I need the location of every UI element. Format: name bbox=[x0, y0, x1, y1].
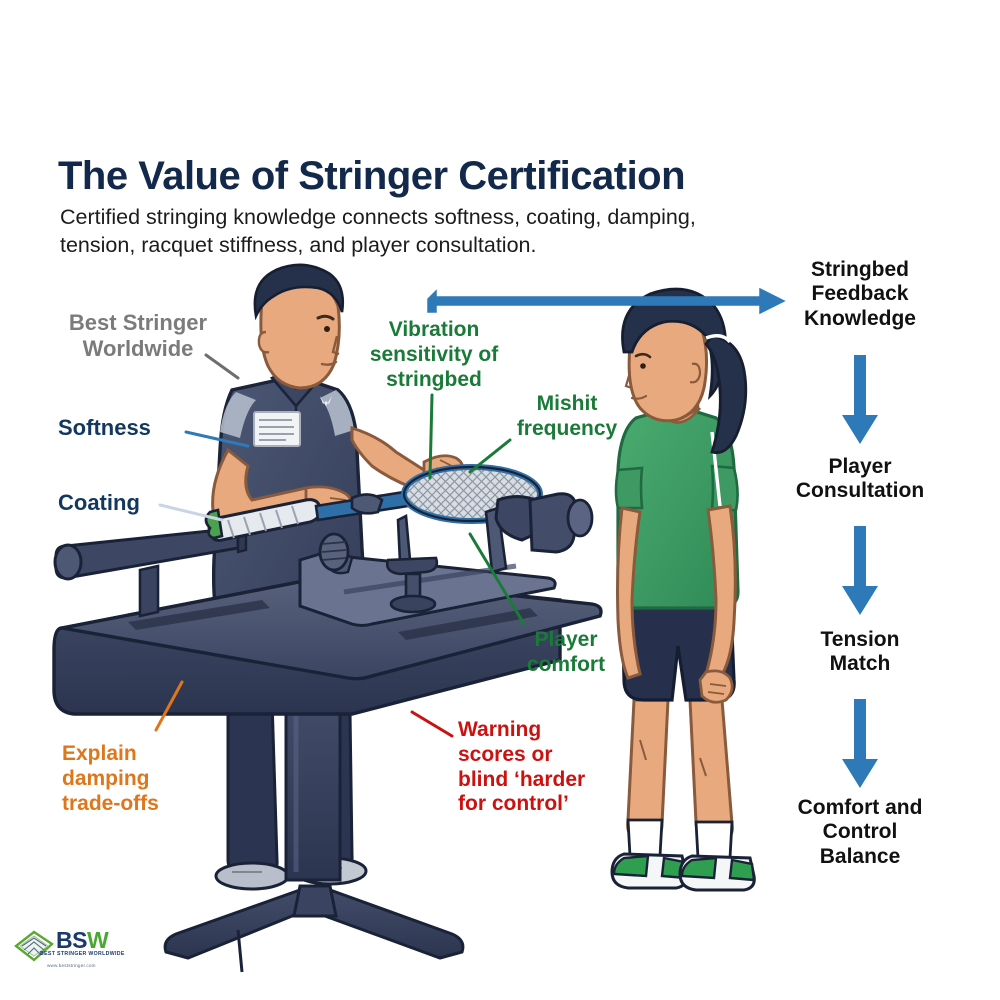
flow-arrow-2 bbox=[842, 526, 878, 615]
logo-letter-s: S bbox=[72, 927, 87, 953]
bsw-logo: BSW BEST STRINGER WORLDWIDE www.beststri… bbox=[16, 925, 136, 977]
callout-line: stringbed bbox=[386, 367, 482, 391]
callout-line: Player bbox=[534, 628, 598, 651]
callout-line: sensitivity of bbox=[369, 342, 499, 366]
callout-line: Worldwide bbox=[82, 335, 194, 361]
logo-url: www.beststringer.com bbox=[47, 963, 96, 968]
callout-line: comfort bbox=[526, 652, 606, 676]
logo-letter-b: B bbox=[56, 927, 73, 953]
callout-player-comfort: Player comfort bbox=[510, 628, 622, 678]
flow-node-line: Tension bbox=[820, 628, 900, 651]
callout-softness: Softness bbox=[58, 415, 151, 440]
callout-line: blind ‘harder bbox=[458, 767, 586, 791]
callout-line: Best Stringer bbox=[68, 310, 208, 335]
logo-tagline: BEST STRINGER WORLDWIDE bbox=[40, 951, 125, 957]
entry-arrow bbox=[427, 287, 786, 315]
callout-best-stringer-worldwide: Best Stringer Worldwide bbox=[58, 310, 218, 362]
callout-line: damping bbox=[62, 766, 150, 790]
callout-mishit-frequency: Mishit frequency bbox=[506, 392, 628, 442]
callout-line: Warning bbox=[458, 718, 542, 741]
callout-line: trade-offs bbox=[62, 791, 159, 815]
flow-node-line: Feedback bbox=[811, 282, 909, 306]
flow-node-line: Stringbed bbox=[811, 258, 909, 281]
flow-arrow-1 bbox=[842, 355, 878, 444]
flow-node-tension-match: Tension Match bbox=[760, 628, 960, 677]
flow-node-stringbed-feedback-knowledge: Stringbed Feedback Knowledge bbox=[760, 258, 960, 331]
callout-explain-damping: Explain damping trade-offs bbox=[62, 742, 202, 816]
flow-node-line: Consultation bbox=[795, 479, 925, 503]
flow-node-line: Balance bbox=[819, 844, 901, 868]
flow-node-player-consultation: Player Consultation bbox=[760, 455, 960, 504]
player-figure bbox=[610, 287, 756, 892]
callout-line: frequency bbox=[516, 416, 618, 440]
page-title: The Value of Stringer Certification bbox=[58, 154, 686, 198]
callout-line: for control’ bbox=[458, 792, 569, 816]
callout-coating: Coating bbox=[58, 490, 140, 515]
callout-vibration-sensitivity: Vibration sensitivity of stringbed bbox=[356, 318, 512, 392]
callout-line: Vibration bbox=[388, 318, 480, 341]
callout-warning-scores: Warning scores or blind ‘harder for cont… bbox=[458, 718, 608, 817]
flow-node-comfort-and-control-balance: Comfort and Control Balance bbox=[760, 796, 960, 869]
flow-arrow-3 bbox=[842, 699, 878, 788]
logo-letter-w: W bbox=[86, 927, 109, 953]
callout-line: Mishit bbox=[536, 392, 598, 415]
logo-wordmark: BSW bbox=[56, 927, 109, 954]
flow-node-line: Control bbox=[822, 820, 898, 844]
flow-node-line: Comfort and bbox=[797, 796, 923, 819]
page-subtitle: Certified stringing knowledge connects s… bbox=[60, 205, 696, 258]
flow-node-line: Knowledge bbox=[803, 306, 916, 330]
flow-node-line: Match bbox=[829, 652, 891, 676]
callout-line: Explain bbox=[62, 742, 137, 765]
flow-node-line: Player bbox=[828, 455, 892, 478]
callout-line: scores or bbox=[458, 742, 553, 766]
leader-lines bbox=[154, 353, 526, 738]
